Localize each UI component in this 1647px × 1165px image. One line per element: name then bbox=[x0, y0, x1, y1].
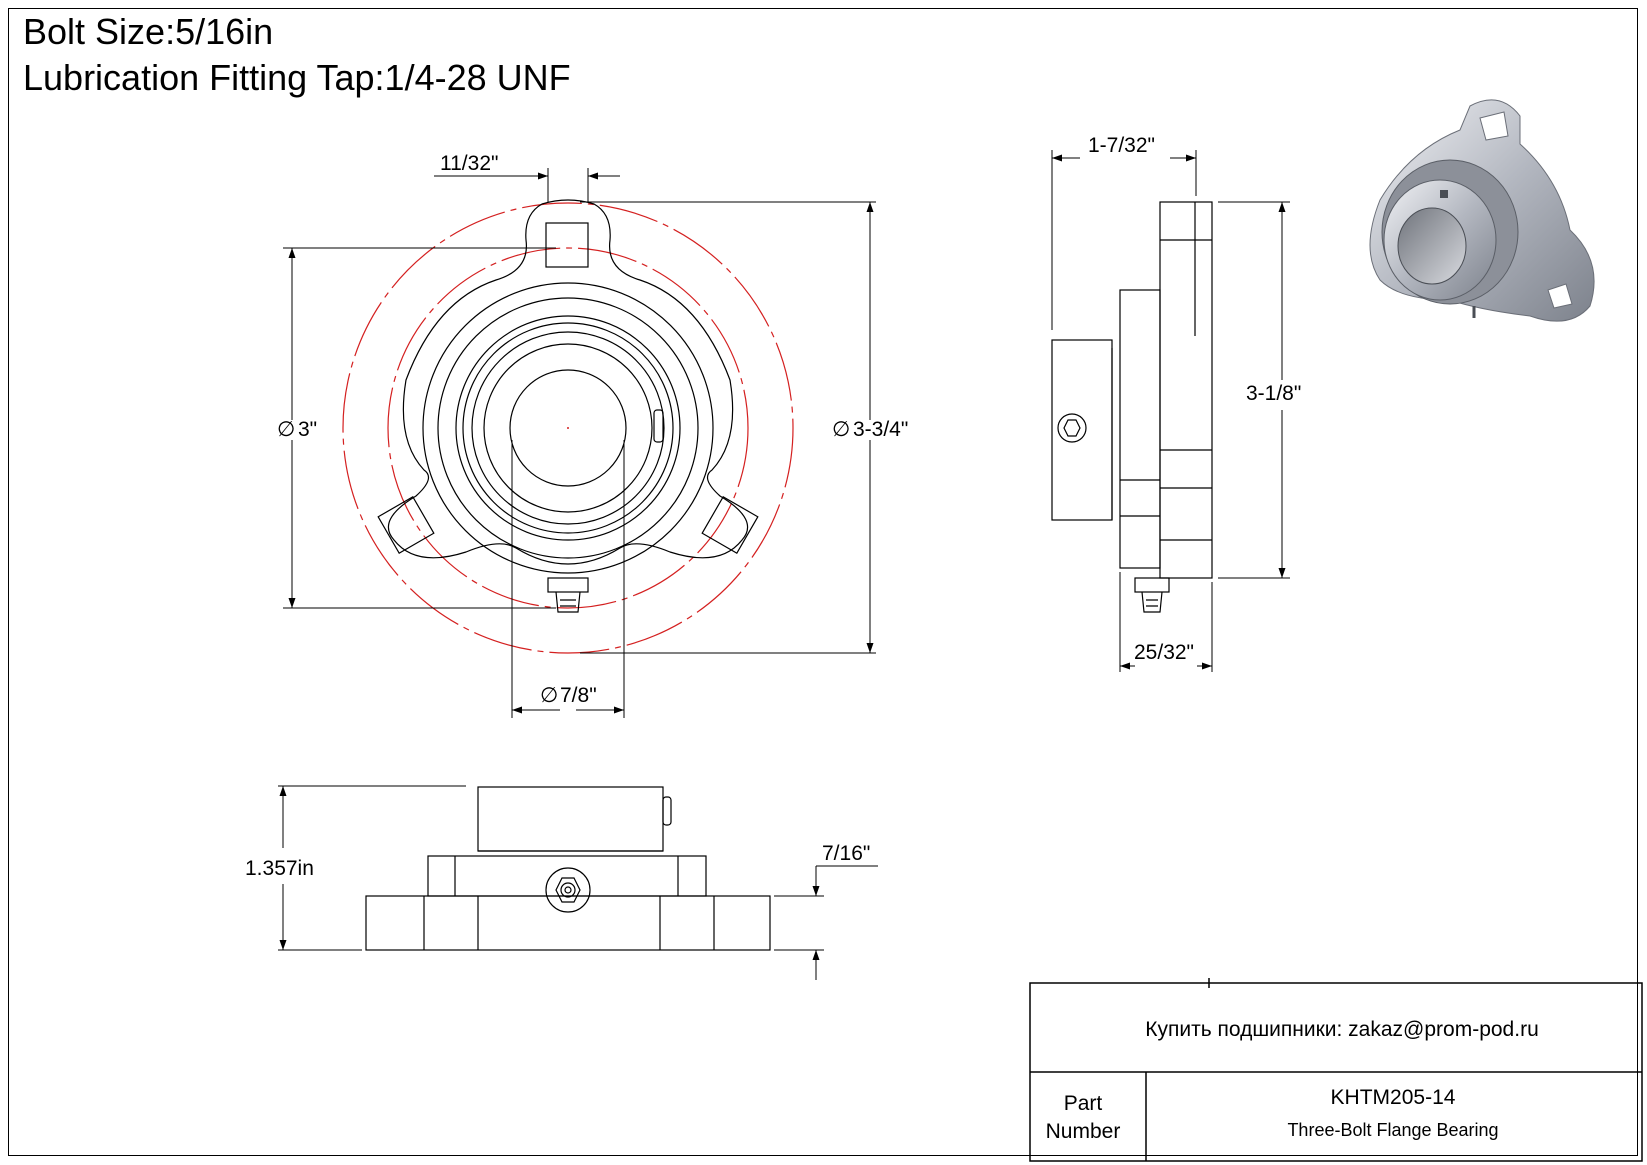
side-height-dimension: 3-1/8" bbox=[1246, 382, 1301, 405]
flange-outline bbox=[387, 199, 749, 565]
collar-inner-ring bbox=[483, 343, 653, 513]
insert-ring bbox=[462, 322, 674, 534]
flange-plate bbox=[1159, 201, 1213, 579]
bearing-3d-render bbox=[1369, 99, 1595, 322]
flange-base-dimension: 7/16" bbox=[822, 842, 870, 865]
side-view-dimensions bbox=[1051, 150, 1290, 672]
housing-body bbox=[427, 855, 707, 897]
collar-top bbox=[477, 786, 664, 852]
bolt-circle bbox=[387, 247, 749, 609]
buy-text: Купить подшипники: zakaz@prom-pod.ru bbox=[1145, 1018, 1539, 1041]
diameter-symbol: ∅ bbox=[277, 418, 295, 441]
housing-hub bbox=[1119, 289, 1161, 569]
part-number: KHTM205-14 bbox=[1331, 1086, 1456, 1109]
housing-ring bbox=[422, 282, 714, 574]
render-bore bbox=[1397, 207, 1467, 285]
front-view-dimensions bbox=[283, 168, 876, 718]
top-bolt-slot bbox=[545, 222, 589, 268]
title-block bbox=[1029, 978, 1643, 1162]
part-description: Three-Bolt Flange Bearing bbox=[1287, 1120, 1498, 1140]
diameter-symbol-bore: ∅ bbox=[540, 684, 558, 707]
collar bbox=[1051, 339, 1113, 521]
flange-base-plate bbox=[365, 895, 771, 951]
render-top-slot bbox=[1479, 111, 1509, 141]
render-right-slot bbox=[1547, 283, 1573, 309]
outer-dia-dimension: 3-3/4" bbox=[853, 418, 908, 441]
insert-outer-ring bbox=[455, 315, 681, 541]
bolt-size-label: Bolt Size:5/16in bbox=[23, 11, 274, 52]
bore-dimension: 7/8" bbox=[560, 684, 597, 707]
collar-ring bbox=[471, 331, 665, 525]
fitting-top-view bbox=[545, 867, 591, 913]
outer-dia-circle bbox=[342, 202, 794, 654]
front-view bbox=[342, 199, 794, 654]
fitting-nipple bbox=[555, 591, 581, 613]
side-width-dimension: 1-7/32" bbox=[1088, 134, 1155, 157]
flange-thickness-dimension: 25/32" bbox=[1134, 641, 1194, 664]
bottom-view bbox=[365, 786, 771, 951]
bottom-view-dimensions bbox=[278, 785, 878, 980]
collar-screw bbox=[662, 796, 672, 826]
side-view bbox=[1051, 201, 1213, 613]
total-height-dimension: 1.357in bbox=[245, 857, 314, 880]
lubrication-fitting-label: Lubrication Fitting Tap:1/4-28 UNF bbox=[23, 57, 571, 98]
right-bolt-slot bbox=[701, 495, 759, 555]
set-screw bbox=[1057, 413, 1087, 443]
bore-circle bbox=[509, 369, 627, 487]
fitting-hex bbox=[547, 577, 589, 593]
set-screw-flat bbox=[653, 409, 664, 443]
left-bolt-slot bbox=[377, 495, 435, 555]
part-label: Part bbox=[1064, 1092, 1103, 1115]
bolt-circle-dimension: 3" bbox=[298, 418, 317, 441]
center-point bbox=[567, 427, 569, 429]
diameter-symbol-outer: ∅ bbox=[832, 418, 850, 441]
slot-width-dimension: 11/32" bbox=[440, 152, 498, 175]
number-label: Number bbox=[1046, 1120, 1121, 1143]
housing-inner-ring bbox=[437, 297, 699, 559]
drawing-frame bbox=[8, 8, 1638, 1156]
side-fitting-hex bbox=[1134, 577, 1170, 593]
